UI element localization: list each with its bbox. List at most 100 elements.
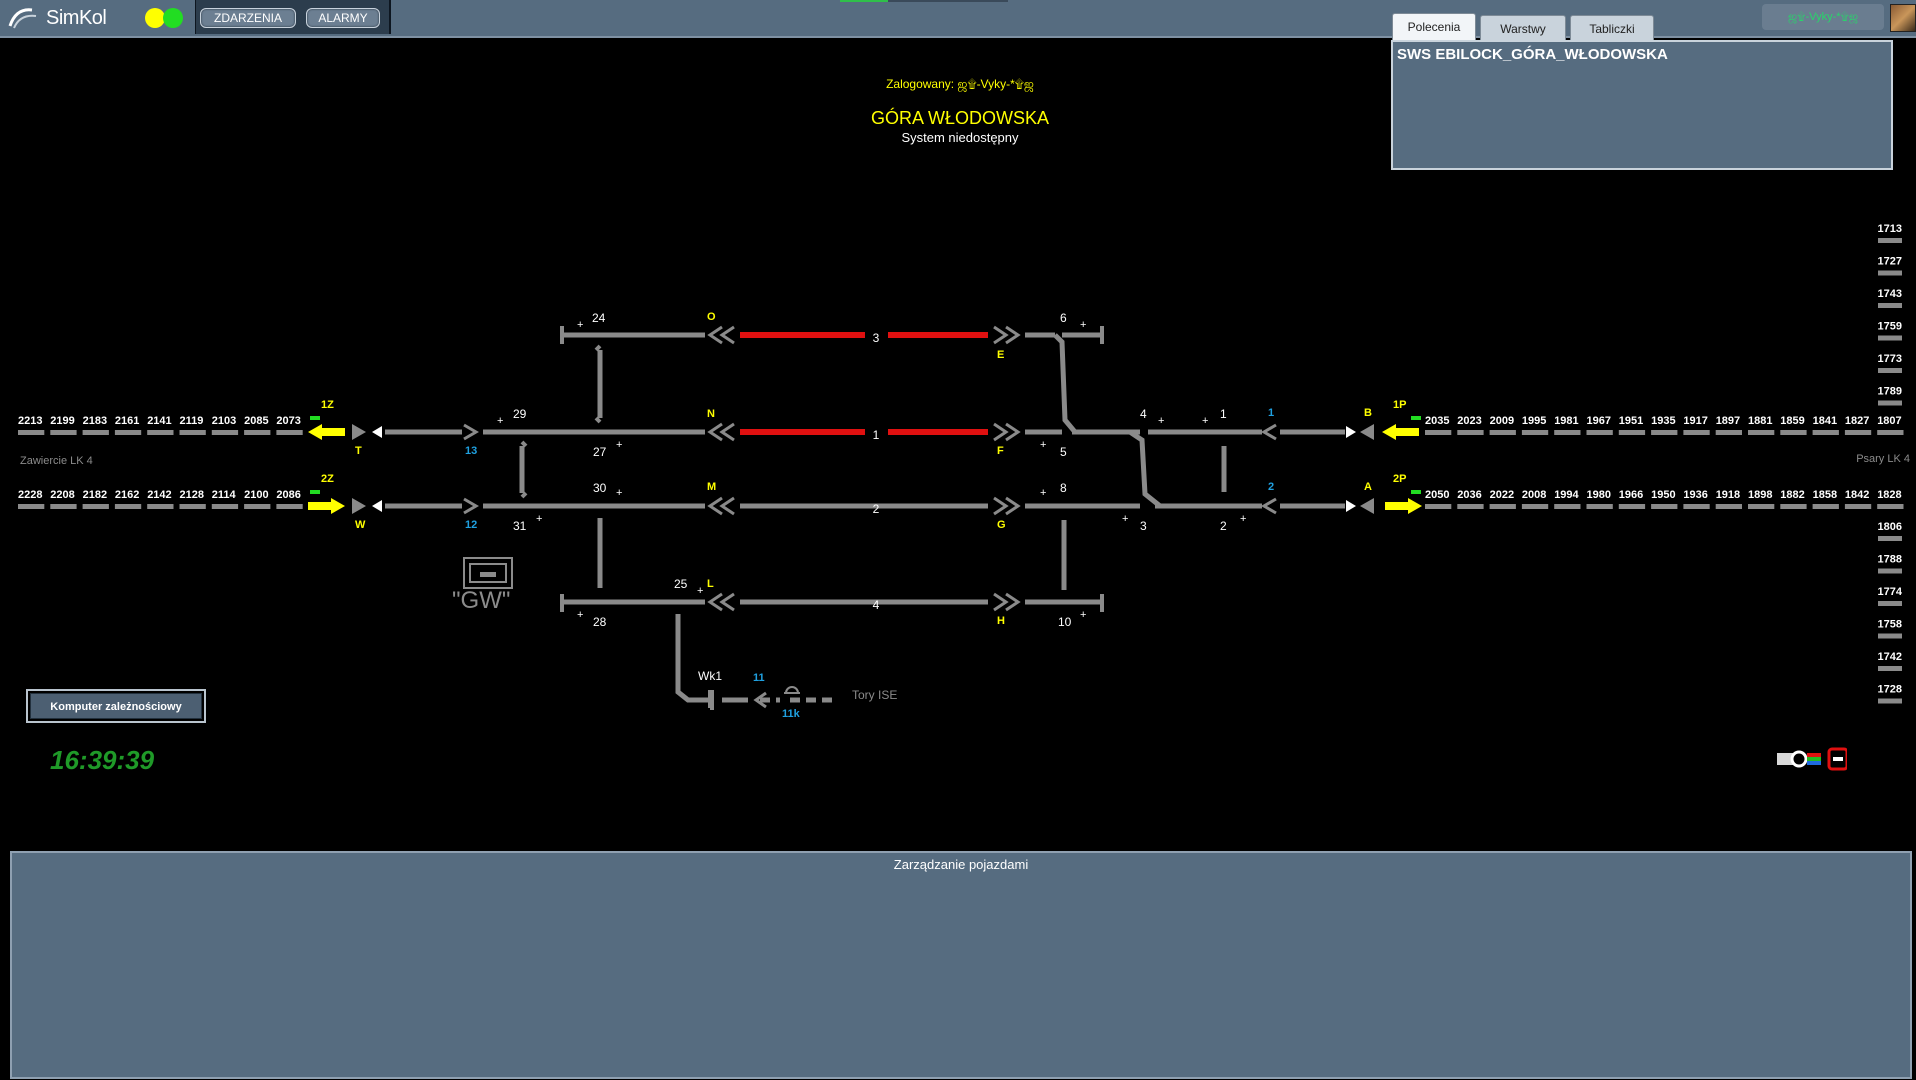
alarmy-button[interactable]: ALARMY bbox=[306, 8, 380, 28]
block-section[interactable] bbox=[1780, 504, 1807, 509]
block-label: 2103 bbox=[212, 415, 236, 427]
block-section[interactable] bbox=[179, 430, 206, 435]
block-section[interactable] bbox=[1878, 698, 1902, 704]
block-section[interactable] bbox=[1844, 504, 1872, 509]
block-section[interactable] bbox=[1878, 633, 1902, 639]
view-controls[interactable] bbox=[1777, 747, 1847, 771]
block-section[interactable] bbox=[1878, 368, 1902, 373]
point-3: 3 bbox=[1140, 519, 1147, 533]
block-section[interactable] bbox=[1425, 430, 1452, 435]
block-section[interactable] bbox=[1618, 504, 1646, 509]
block-section[interactable] bbox=[211, 504, 239, 509]
simkol-logo: SimKol bbox=[6, 4, 107, 32]
block-section[interactable] bbox=[1878, 601, 1902, 606]
block-section[interactable] bbox=[1521, 504, 1549, 509]
zdarzenia-button[interactable]: ZDARZENIA bbox=[200, 8, 296, 28]
block-section[interactable] bbox=[1489, 504, 1516, 509]
block-section[interactable] bbox=[1878, 335, 1902, 341]
block-section[interactable] bbox=[147, 430, 174, 435]
block-section[interactable] bbox=[50, 430, 77, 435]
interlocking-computer-button[interactable]: Komputer zależnościowy bbox=[26, 689, 206, 723]
block-section[interactable] bbox=[1457, 430, 1484, 435]
block-section[interactable] bbox=[1457, 504, 1484, 509]
block-section[interactable] bbox=[1554, 430, 1581, 435]
svg-text:+: + bbox=[616, 439, 622, 451]
block-section[interactable] bbox=[1812, 430, 1839, 435]
block-section[interactable] bbox=[1878, 536, 1902, 541]
block-section[interactable] bbox=[1683, 430, 1710, 435]
block-section[interactable] bbox=[82, 504, 109, 509]
indicator-1p bbox=[1411, 416, 1421, 420]
block-section[interactable] bbox=[1877, 504, 1904, 509]
arrow-13 bbox=[463, 423, 479, 441]
block-section[interactable] bbox=[18, 504, 45, 509]
point-31: 31 bbox=[513, 519, 527, 533]
block-section[interactable] bbox=[114, 430, 142, 435]
axle-13: 13 bbox=[465, 445, 477, 457]
block-label: 1807 bbox=[1877, 415, 1901, 427]
tab-polecenia[interactable]: Polecenia bbox=[1392, 13, 1476, 41]
block-section[interactable] bbox=[1878, 238, 1902, 243]
block-section[interactable] bbox=[18, 430, 45, 435]
block-section[interactable] bbox=[1748, 504, 1775, 509]
block-section[interactable] bbox=[1878, 270, 1902, 276]
block-section[interactable] bbox=[1586, 430, 1613, 435]
buffer-stops bbox=[560, 326, 1104, 710]
signal-a bbox=[1360, 498, 1374, 514]
block-section[interactable] bbox=[1715, 504, 1742, 509]
signal-label-a: A bbox=[1364, 481, 1372, 493]
block-section[interactable] bbox=[1618, 430, 1646, 435]
avatar[interactable] bbox=[1890, 4, 1916, 32]
block-section[interactable] bbox=[1651, 430, 1678, 435]
block-section[interactable] bbox=[50, 504, 77, 509]
svg-text:+: + bbox=[1122, 513, 1128, 525]
block-section[interactable] bbox=[1683, 504, 1710, 509]
block-label: 2009 bbox=[1490, 415, 1514, 427]
siding-stop bbox=[708, 690, 713, 708]
gw-icon[interactable] bbox=[462, 556, 514, 590]
block-section[interactable] bbox=[1586, 504, 1613, 509]
block-section[interactable] bbox=[1878, 400, 1902, 406]
block-label: 1827 bbox=[1845, 415, 1869, 427]
block-section[interactable] bbox=[211, 430, 239, 435]
refresh-icon bbox=[1790, 750, 1808, 768]
logo-icon bbox=[8, 8, 37, 29]
block-section[interactable] bbox=[1489, 430, 1516, 435]
track-2-label: 2 bbox=[873, 502, 880, 516]
block-section[interactable] bbox=[1715, 430, 1742, 435]
tab-tabliczki[interactable]: Tabliczki bbox=[1570, 15, 1654, 40]
block-section[interactable] bbox=[1554, 504, 1581, 509]
block-label: 2114 bbox=[212, 489, 237, 501]
tab-warstwy[interactable]: Warstwy bbox=[1480, 15, 1566, 40]
block-section[interactable] bbox=[1812, 504, 1839, 509]
block-section[interactable] bbox=[1878, 303, 1902, 308]
block-section[interactable] bbox=[276, 430, 303, 435]
point-27: 27 bbox=[593, 445, 607, 459]
block-section[interactable] bbox=[1780, 430, 1807, 435]
point-24: 24 bbox=[592, 311, 606, 325]
block-section[interactable] bbox=[114, 504, 142, 509]
block-section[interactable] bbox=[1425, 504, 1452, 509]
block-section[interactable] bbox=[1878, 666, 1902, 671]
block-section[interactable] bbox=[147, 504, 174, 509]
block-section[interactable] bbox=[82, 430, 109, 435]
block-label: 1936 bbox=[1683, 489, 1707, 501]
signal-h bbox=[993, 592, 1021, 612]
block-section[interactable] bbox=[1748, 430, 1775, 435]
block-section[interactable] bbox=[1877, 430, 1904, 435]
gw-label: "GW" bbox=[452, 587, 511, 614]
arrow-2p bbox=[1385, 498, 1422, 514]
block-label: 1728 bbox=[1878, 684, 1902, 696]
block-label: 2213 bbox=[18, 415, 42, 427]
block-section[interactable] bbox=[1844, 430, 1872, 435]
signal-label-g: G bbox=[997, 519, 1006, 531]
block-section[interactable] bbox=[276, 504, 303, 509]
occupied-segments bbox=[740, 332, 988, 435]
block-section[interactable] bbox=[1521, 430, 1549, 435]
block-section[interactable] bbox=[244, 504, 271, 509]
user-pill[interactable]: ஜ۩-Vyky-*۩ஜ bbox=[1762, 4, 1884, 30]
block-section[interactable] bbox=[1878, 568, 1902, 574]
block-section[interactable] bbox=[179, 504, 206, 509]
block-section[interactable] bbox=[1651, 504, 1678, 509]
block-section[interactable] bbox=[244, 430, 271, 435]
